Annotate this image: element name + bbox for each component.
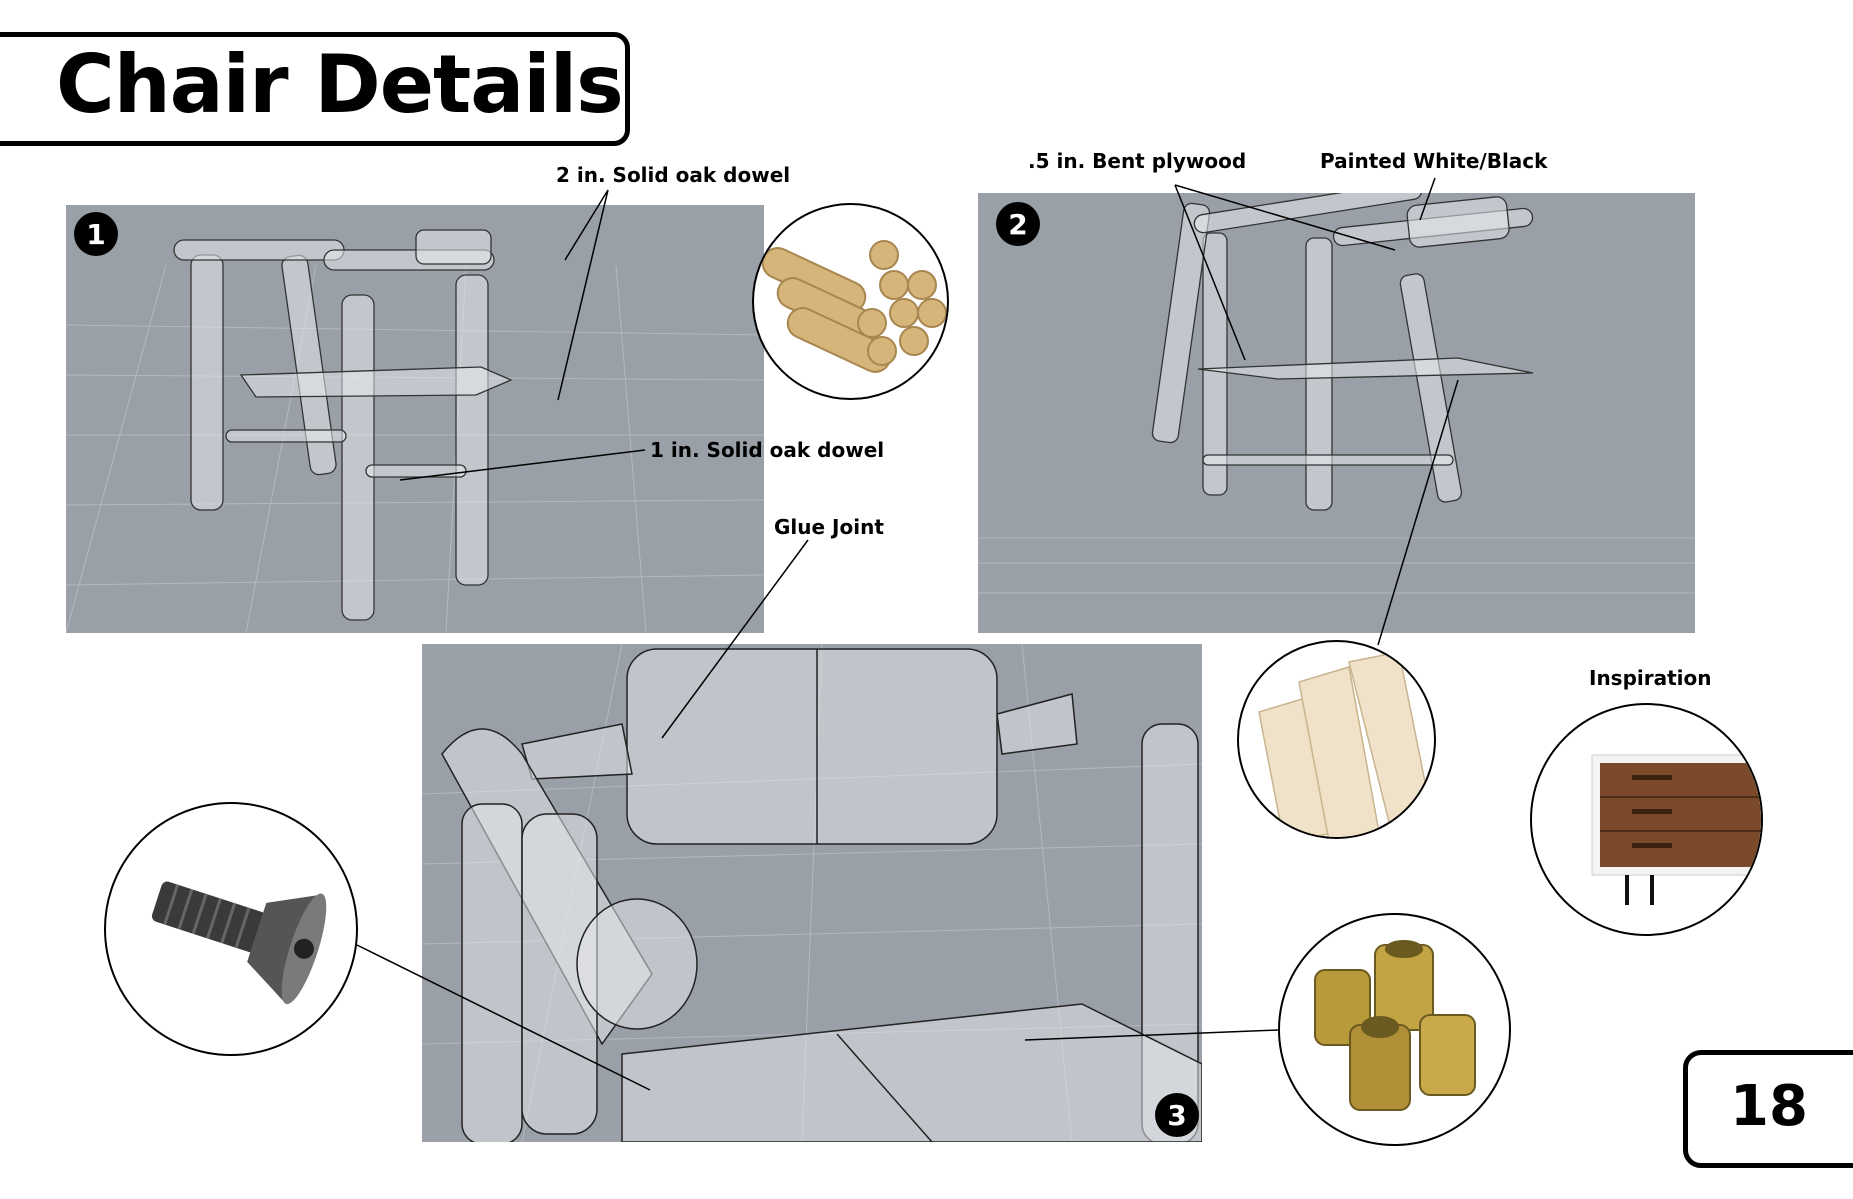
label-2in-oak-dowel: 2 in. Solid oak dowel (556, 163, 791, 187)
inspiration-credenza-image (1591, 754, 1761, 905)
label-glue-joint: Glue Joint (774, 515, 884, 539)
render-panel-1 (66, 205, 764, 633)
page-number-frame (1683, 1050, 1853, 1168)
panel-2-badge: 2 (996, 202, 1040, 246)
chair-render-closeup (422, 644, 1202, 1142)
panel-3-badge: 3 (1155, 1093, 1199, 1137)
label-painted: Painted White/Black (1320, 149, 1548, 173)
label-1in-oak-dowel: 1 in. Solid oak dowel (650, 438, 885, 462)
page-number: 18 (1730, 1074, 1808, 1139)
label-bent-plywood: .5 in. Bent plywood (1028, 149, 1247, 173)
oak-dowels-photo (752, 203, 949, 400)
chair-render-perspective (66, 229, 764, 633)
threaded-inserts-photo (1278, 913, 1511, 1146)
countersunk-screw-image (151, 881, 327, 1005)
render-panel-2 (978, 193, 1695, 633)
threaded-inserts-image (1314, 940, 1476, 1111)
screw-photo (104, 802, 358, 1056)
panel-1-badge: 1 (74, 212, 118, 256)
plywood-sheets-image (1258, 651, 1430, 837)
page-title: Chair Details (56, 38, 624, 131)
chair-render-side (978, 193, 1695, 594)
plywood-photo (1237, 640, 1436, 839)
oak-dowel-bundle-image (761, 240, 947, 373)
title-frame (0, 32, 630, 146)
render-panel-3 (422, 644, 1202, 1142)
label-inspiration: Inspiration (1589, 666, 1712, 690)
inspiration-photo (1530, 703, 1763, 936)
